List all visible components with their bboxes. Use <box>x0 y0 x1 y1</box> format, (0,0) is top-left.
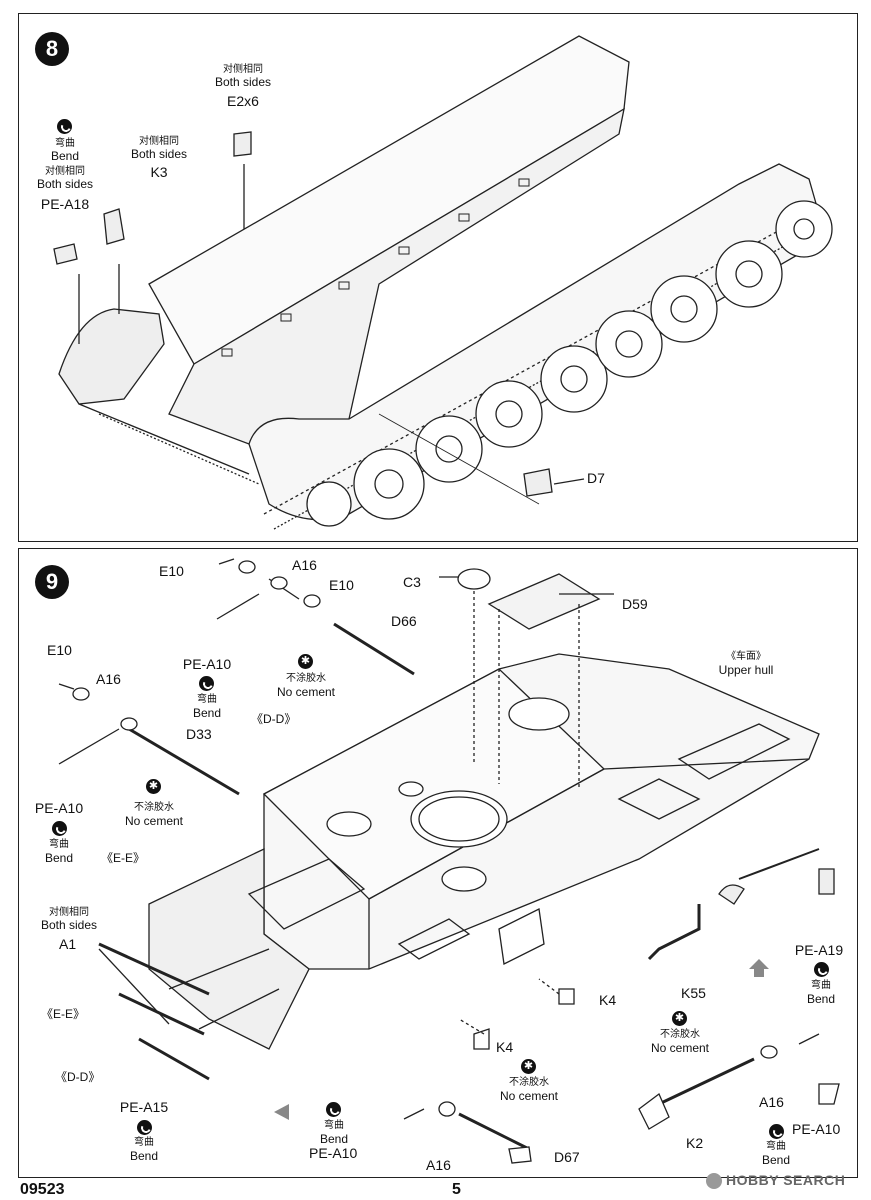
page-number: 5 <box>452 1181 461 1198</box>
bend-label-cn: 弯曲 <box>324 1120 344 1131</box>
part-d33: D33 <box>186 726 212 742</box>
part-a1: A1 <box>59 936 77 952</box>
step-number-8: 8 <box>35 32 69 66</box>
part-k4: K4 <box>599 992 617 1008</box>
bend-icon <box>814 962 829 977</box>
bend-icon <box>199 676 214 691</box>
part-pe-a10: PE-A10 <box>309 1145 358 1161</box>
no-cement-en: No cement <box>276 685 336 699</box>
part-pe-a18: PE-A18 <box>40 196 90 212</box>
step-number-9: 9 <box>35 565 69 599</box>
no-cement-cn: 不涂胶水 <box>660 1029 700 1040</box>
bend-label-en: Bend <box>129 1149 159 1163</box>
part-a16: A16 <box>96 671 121 687</box>
both-sides-en: Both sides <box>36 177 94 191</box>
step-9-panel: 9 E10 A16 E10 D66 PE-A10 弯曲 Bend ✱ 不涂胶水 … <box>18 548 858 1178</box>
no-cement-icon: ✱ <box>298 654 313 669</box>
bend-label-en: Bend <box>761 1153 791 1167</box>
no-cement-icon: ✱ <box>521 1059 536 1074</box>
bend-icon <box>769 1124 784 1139</box>
upper-hull-cn: 《车面》 <box>726 651 766 662</box>
bend-label-en: Bend <box>319 1132 349 1146</box>
bend-label-cn: 弯曲 <box>811 980 831 991</box>
both-sides-cn: 对侧相同 <box>139 136 179 147</box>
part-d7: D7 <box>587 470 605 486</box>
part-a16: A16 <box>426 1157 451 1173</box>
no-cement-cn: 不涂胶水 <box>286 673 326 684</box>
section-d-d-label: 《D-D》 <box>55 1070 101 1084</box>
bend-label-cn: 弯曲 <box>197 694 217 705</box>
part-d59: D59 <box>622 596 648 612</box>
bend-label-en: Bend <box>806 992 836 1006</box>
section-e-e-label: 《E-E》 <box>101 851 146 865</box>
product-code: 09523 <box>20 1181 65 1198</box>
no-cement-cn: 不涂胶水 <box>134 802 174 813</box>
bend-label-cn: 弯曲 <box>134 1137 154 1148</box>
bend-label-cn: 弯曲 <box>49 839 69 850</box>
hobby-search-logo-icon <box>706 1173 722 1190</box>
part-pe-a10: PE-A10 <box>792 1121 841 1137</box>
both-sides-cn: 对侧相同 <box>45 166 85 177</box>
bend-label-cn: 弯曲 <box>55 138 75 149</box>
bend-label-en: Bend <box>192 706 222 720</box>
part-k3: K3 <box>150 164 168 180</box>
both-sides-cn: 对侧相同 <box>49 907 89 918</box>
part-pe-a15: PE-A15 <box>119 1099 169 1115</box>
both-sides-en: Both sides <box>40 918 98 932</box>
section-e-e-label: 《E-E》 <box>41 1007 86 1021</box>
part-d67: D67 <box>554 1149 580 1165</box>
bend-label-en: Bend <box>50 149 80 163</box>
part-pe-a10: PE-A10 <box>182 656 232 672</box>
bend-icon <box>52 821 67 836</box>
part-e2x6: E2x6 <box>227 93 259 109</box>
no-cement-cn: 不涂胶水 <box>509 1077 549 1088</box>
part-e10: E10 <box>329 577 354 593</box>
step-8-panel: 8 弯曲 Bend 对侧相同 Both sides PE-A18 对侧相同 Bo… <box>18 13 858 542</box>
both-sides-en: Both sides <box>214 75 272 89</box>
upper-hull-en: Upper hull <box>718 663 774 677</box>
both-sides-cn: 对侧相同 <box>223 64 263 75</box>
part-k4: K4 <box>496 1039 514 1055</box>
step-8-tank-chassis-drawing <box>53 35 833 530</box>
part-e10: E10 <box>47 642 72 658</box>
no-cement-en: No cement <box>124 814 184 828</box>
bend-label-cn: 弯曲 <box>766 1141 786 1152</box>
watermark: HOBBY SEARCH <box>706 1172 846 1190</box>
bend-icon <box>57 119 72 134</box>
part-a16: A16 <box>759 1094 784 1110</box>
no-cement-en: No cement <box>650 1041 710 1055</box>
section-d-d-label: 《D-D》 <box>251 712 297 726</box>
part-e10: E10 <box>159 563 184 579</box>
part-d66: D66 <box>391 613 417 629</box>
step-9-upper-hull-drawing <box>58 558 840 1164</box>
both-sides-en: Both sides <box>130 147 188 161</box>
part-pe-a19: PE-A19 <box>794 942 844 958</box>
part-pe-a10: PE-A10 <box>34 800 84 816</box>
watermark-text: HOBBY SEARCH <box>726 1172 846 1188</box>
no-cement-icon: ✱ <box>672 1011 687 1026</box>
no-cement-icon: ✱ <box>146 779 161 794</box>
bend-icon <box>326 1102 341 1117</box>
bend-icon <box>137 1120 152 1135</box>
part-k2: K2 <box>686 1135 704 1151</box>
bend-label-en: Bend <box>44 851 74 865</box>
part-k55: K55 <box>681 985 706 1001</box>
part-a16: A16 <box>292 557 317 573</box>
no-cement-en: No cement <box>499 1089 559 1103</box>
part-c3: C3 <box>403 574 421 590</box>
